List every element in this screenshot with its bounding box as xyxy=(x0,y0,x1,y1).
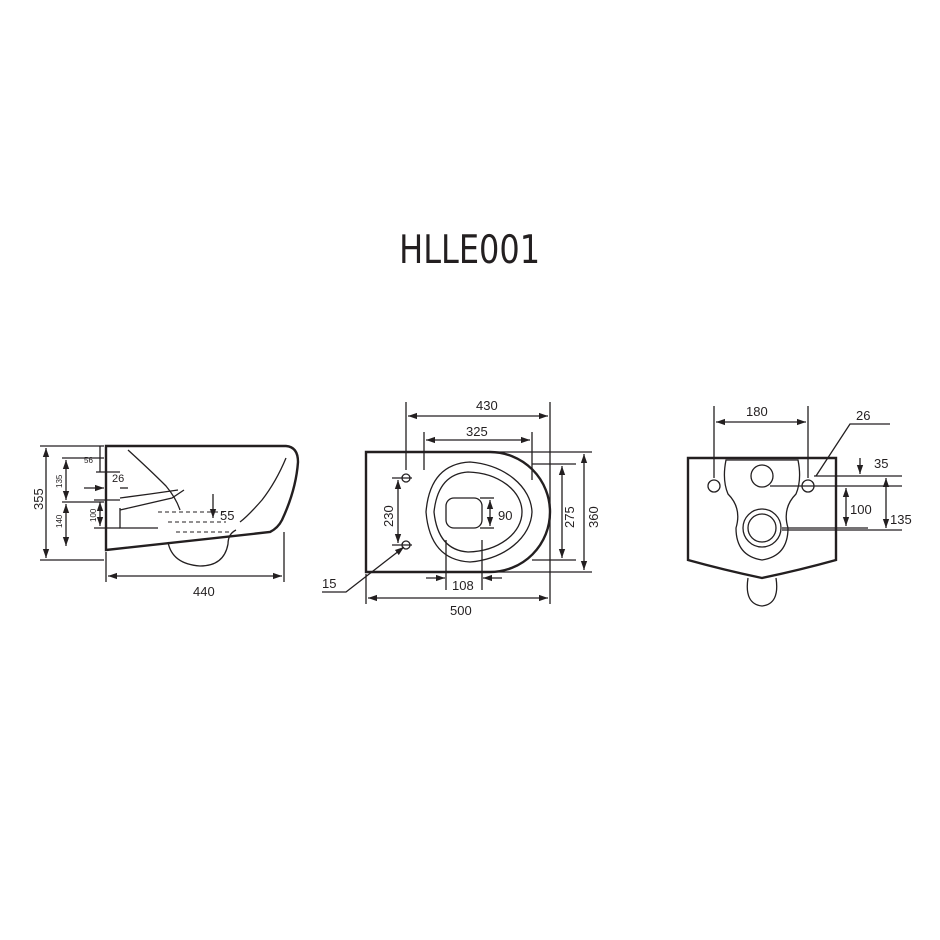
side-view: 55 355 56 135 140 100 26 440 xyxy=(31,444,300,599)
side-view-trap xyxy=(167,529,237,567)
top-view: 430 325 230 90 275 360 15 108 xyxy=(322,398,601,618)
side-view-label-56: 56 xyxy=(84,456,93,465)
back-view-bowl-base xyxy=(746,577,778,607)
side-view-label-135: 135 xyxy=(55,474,64,488)
side-view-waste-outlet xyxy=(119,508,158,529)
back-view: 180 26 35 100 135 xyxy=(686,404,912,607)
back-view-label-35: 35 xyxy=(874,456,888,471)
back-view-body-outline xyxy=(686,456,838,580)
top-view-15-leader xyxy=(322,546,405,593)
top-view-label-500: 500 xyxy=(450,603,472,618)
top-view-bowl-inner xyxy=(433,471,523,553)
back-view-inlet-hole xyxy=(750,464,774,488)
side-view-label-440: 440 xyxy=(193,584,215,599)
top-view-label-108: 108 xyxy=(452,578,474,593)
side-view-bowl-front-curve xyxy=(239,457,287,523)
back-view-fixing-hole-left xyxy=(707,479,721,493)
back-view-outlet-outer xyxy=(742,508,782,548)
side-view-label-140: 140 xyxy=(55,514,64,528)
side-view-label-355: 355 xyxy=(31,488,46,510)
back-view-label-135: 135 xyxy=(890,512,912,527)
side-view-hidden-lines xyxy=(158,511,230,533)
top-view-outlet xyxy=(445,497,483,529)
side-view-label-55: 55 xyxy=(220,508,234,523)
side-view-body-outline xyxy=(104,444,300,552)
top-view-label-360: 360 xyxy=(586,506,601,528)
top-view-label-90: 90 xyxy=(498,508,512,523)
top-view-label-230: 230 xyxy=(381,505,396,527)
back-view-label-180: 180 xyxy=(746,404,768,419)
top-view-label-15: 15 xyxy=(322,576,336,591)
top-view-bowl-rim xyxy=(425,461,533,563)
top-view-body-outline xyxy=(364,450,552,574)
side-view-bowl-rear-curve xyxy=(127,449,181,511)
top-view-label-430: 430 xyxy=(476,398,498,413)
back-view-label-100: 100 xyxy=(850,502,872,517)
top-view-label-325: 325 xyxy=(466,424,488,439)
side-view-flush-inlet xyxy=(119,489,185,511)
side-view-label-100: 100 xyxy=(89,508,98,522)
back-view-label-26: 26 xyxy=(856,408,870,423)
back-view-26-leader xyxy=(815,423,890,477)
drawing-title: HLLE001 xyxy=(399,228,541,273)
back-view-outlet-inner xyxy=(747,513,777,543)
back-view-center-profile xyxy=(723,459,801,561)
top-view-label-275: 275 xyxy=(562,506,577,528)
side-view-label-26: 26 xyxy=(112,473,124,485)
